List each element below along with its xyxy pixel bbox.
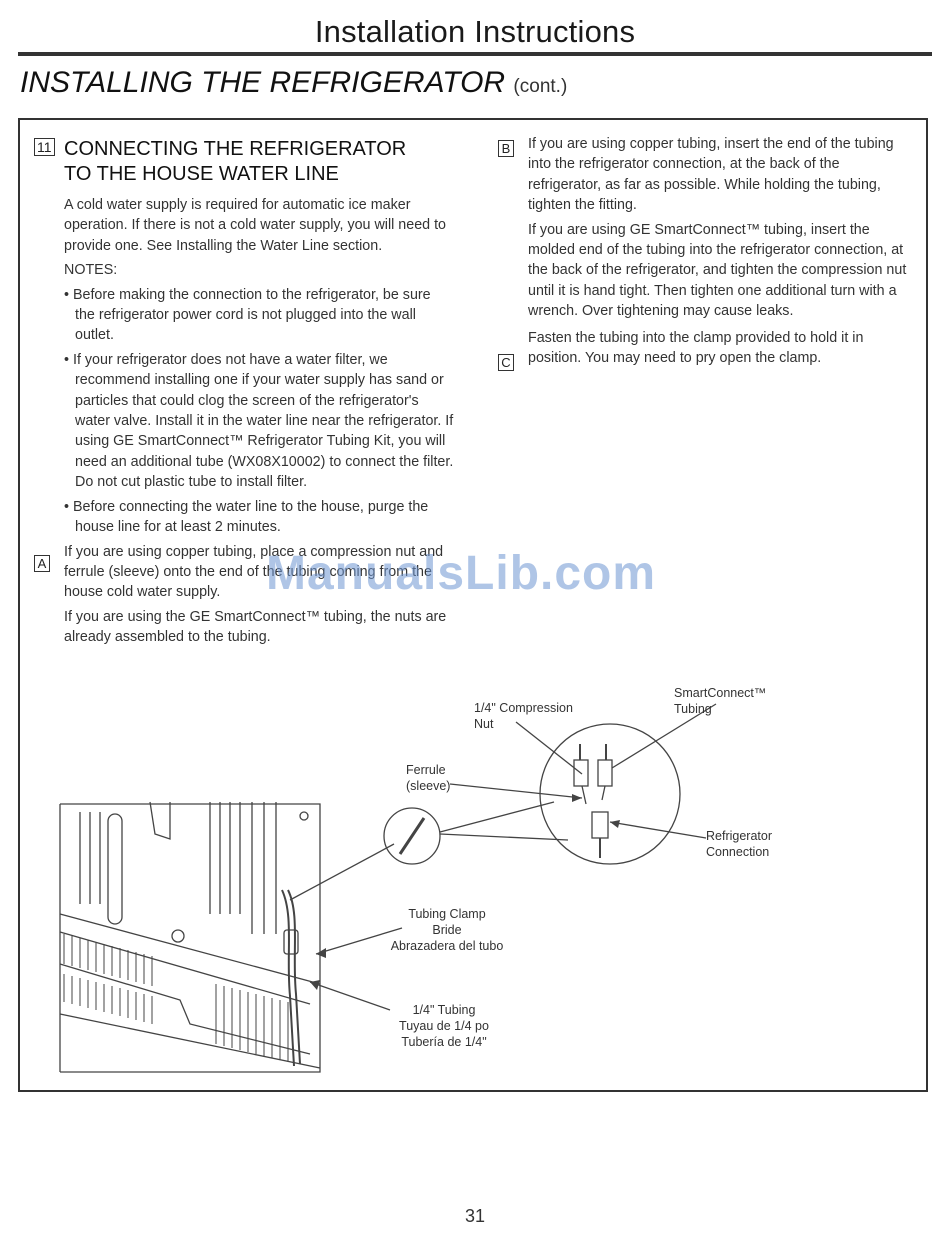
section-title-suffix: (cont.) [513,76,568,97]
content-box [18,118,928,1092]
left-column: CONNECTING THE REFRIGERATOR TO THE HOUSE… [64,134,454,652]
refrigerator-back-outline [60,803,321,1073]
section-title: INSTALLING THE REFRIGERATOR (cont.) [20,66,567,100]
substep-a-letter: A [34,555,50,572]
page-number: 31 [464,1206,486,1226]
substep-b-letter: B [498,140,514,157]
substep-c-letter: C [498,354,514,371]
step-title: CONNECTING THE REFRIGERATOR TO THE HOUSE… [64,137,454,187]
watermark: ManualsLib.com [266,547,657,600]
substep-a-text-1: If you are using copper tubing, place a … [64,543,444,601]
note-item: • Before connecting the water line to th… [64,498,429,536]
substep-c-text: Fasten the tubing into the clamp provide… [528,329,864,367]
water-line-diagram [59,703,717,1073]
label-tubing-clamp: Tubing Clamp Bride Abrazadera del tubo [390,907,504,953]
label-refrigerator-connection: Refrigerator Connection [706,829,772,859]
substep-a-text-2: If you are using the GE SmartConnect™ tu… [64,608,447,646]
page-header-title: Installation Instructions [314,14,636,49]
label-ferrule: Ferrule (sleeve) [406,763,451,793]
step-number-box: 11 [34,138,55,156]
label-compression-nut: 1/4" Compression Nut [474,701,573,731]
substep-b-text-1: If you are using copper tubing, insert t… [528,136,894,214]
notes-label: NOTES: [64,262,118,279]
right-column: If you are using copper tubing, insert t… [528,134,914,372]
step-title-line-2: TO THE HOUSE WATER LINE [64,163,339,185]
step-title-line-1: CONNECTING THE REFRIGERATOR [64,138,407,160]
note-item: • Before making the connection to the re… [64,286,431,344]
label-smartconnect-tubing: SmartConnect™ Tubing [674,686,767,716]
label-quarter-inch-tubing: 1/4" Tubing Tuyau de 1/4 po Tubería de 1… [399,1003,489,1049]
note-item: • If your refrigerator does not have a w… [64,351,454,491]
substep-b-text-2: If you are using GE SmartConnect™ tubing… [528,221,907,320]
header-rule [18,52,932,56]
section-title-text: INSTALLING THE REFRIGERATOR [20,66,506,99]
step-intro: A cold water supply is required for auto… [64,197,446,254]
